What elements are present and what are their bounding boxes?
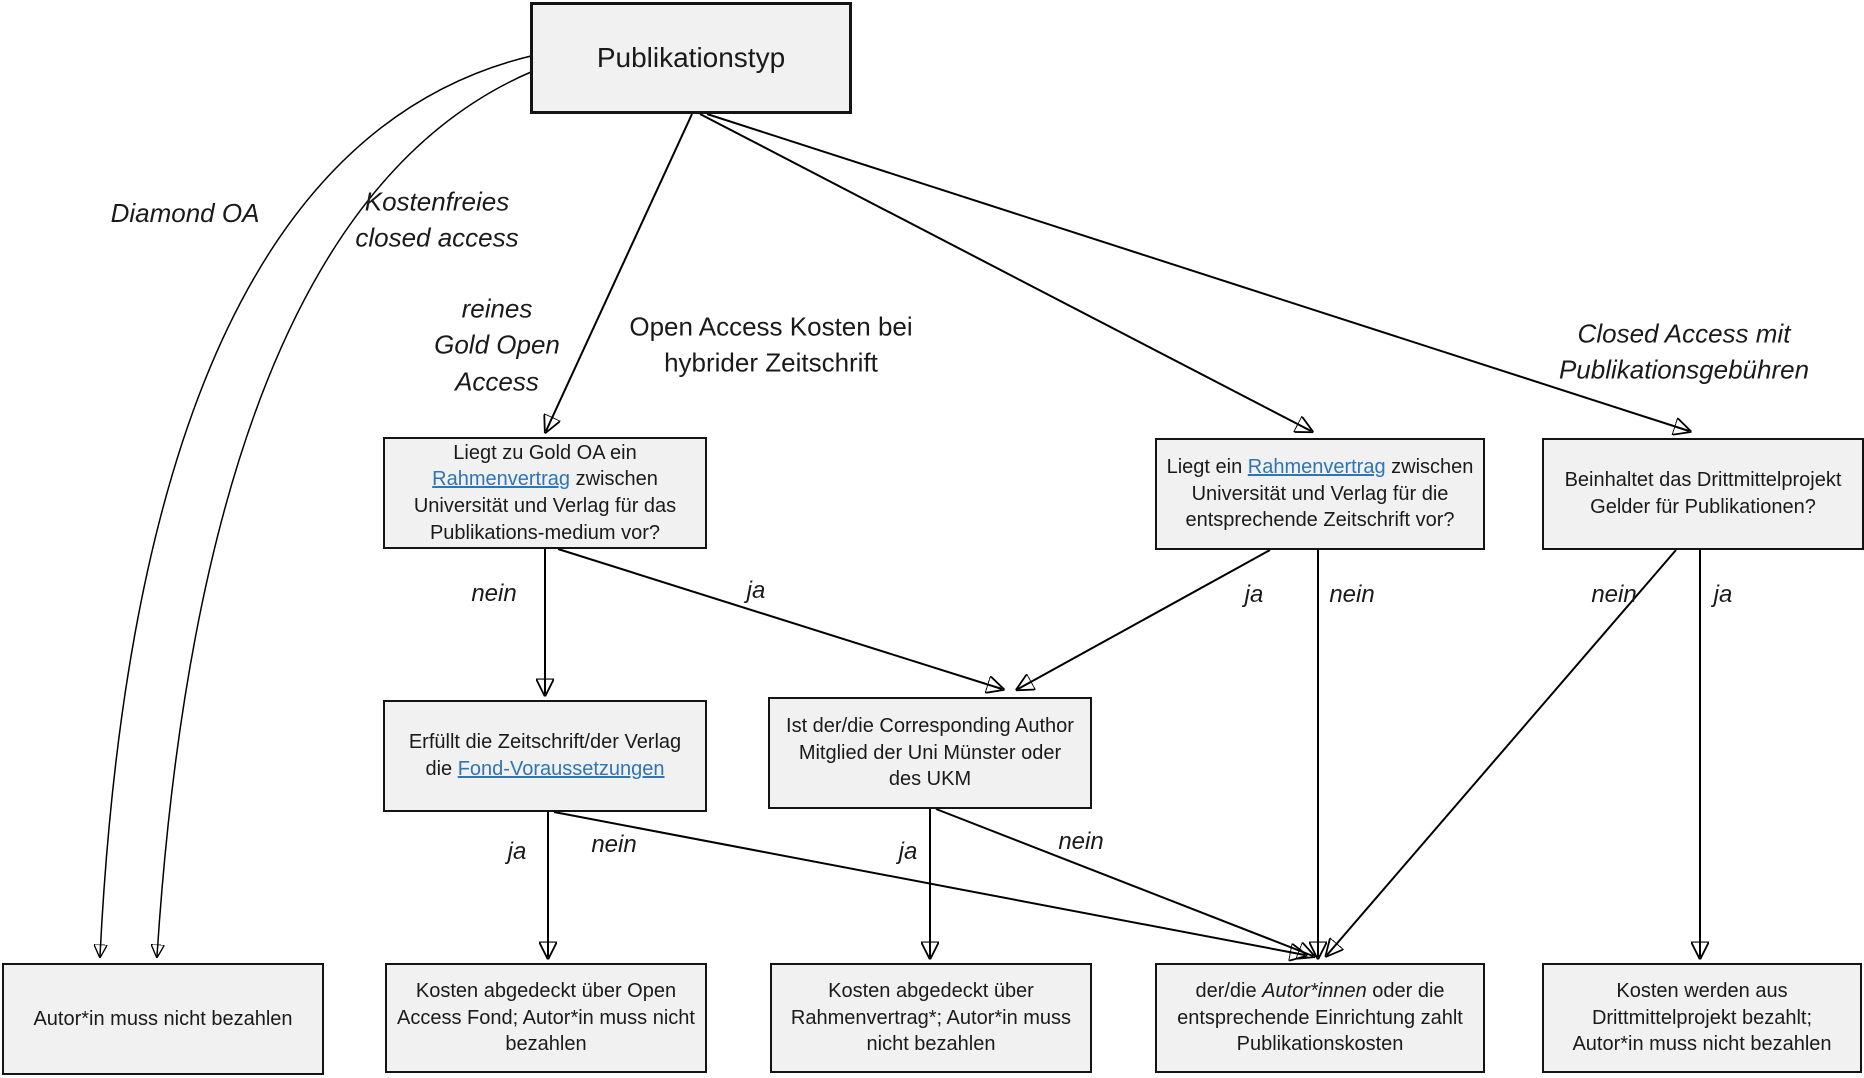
text-line: Beinhaltet das Drittmittelprojekt	[1564, 469, 1842, 492]
text-line: Autor*in muss nicht bezahlen	[1572, 1033, 1832, 1056]
edge-hybrid-ja	[1018, 549, 1271, 689]
edge-corr-nein	[935, 808, 1313, 956]
label-fond-ja: ja	[507, 838, 527, 866]
gold-oa-rahmenvertrag-link[interactable]: Rahmenvertrag	[432, 468, 571, 491]
text-line: Kosten abgedeckt über	[828, 980, 1034, 1003]
text-line: die Fond-Voraussetzungen	[425, 758, 665, 780]
label-hybrid-ja: ja	[1244, 581, 1264, 609]
text-line: nicht bezahlen	[866, 1033, 996, 1056]
result-autor-muss-nicht-bezahlen: Autor*in muss nicht bezahlen	[2, 963, 324, 1075]
result-autor-zahlt: der/die Autor*innen oder die entsprechend…	[1155, 963, 1485, 1073]
text-line: entsprechende Zeitschrift vor?	[1185, 509, 1455, 532]
decision-fond-voraussetzungen: Erfüllt die Zeitschrift/der Verlag die Fo…	[383, 700, 707, 812]
text-line: Universität und Verlag für die	[1191, 482, 1449, 505]
text-line: Publikations-medium vor?	[429, 521, 661, 544]
label-corresponding-ja: ja	[898, 838, 918, 866]
label-closed-access-gebuehren: Closed Access mit Publikationsgebühren	[1558, 318, 1810, 385]
text-line: des UKM	[888, 768, 972, 791]
edge-closed-fees	[706, 113, 1689, 431]
edge-gold-ja	[557, 548, 1002, 689]
text-line: Liegt ein Rahmenvertrag zwischen	[1166, 456, 1474, 479]
text-line: Erfüllt die Zeitschrift/der Verlag	[408, 731, 682, 754]
text-line: Publikationskosten	[1236, 1033, 1404, 1056]
edge-diamond-oa	[100, 55, 532, 956]
label-kostenfreies-closed-access: Kostenfreies closed access	[355, 186, 519, 253]
label-fond-nein: nein	[591, 831, 637, 859]
edge-gold-oa	[546, 113, 693, 431]
text-line: Kosten abgedeckt über Open	[415, 980, 677, 1003]
text-line: Mitglied der Uni Münster oder	[798, 741, 1062, 764]
label-diamond-oa: Diamond OA	[110, 197, 260, 228]
edge-hybrid	[699, 113, 1311, 431]
text-line: Rahmenvertrag*; Autor*in muss	[790, 1006, 1072, 1029]
text-line: Ist der/die Corresponding Author	[786, 715, 1074, 738]
label-reines-gold-open-access: reines Gold Open Access	[434, 293, 560, 397]
text-line: Access Fond; Autor*in muss nicht	[397, 1006, 695, 1029]
text-line: entsprechende Einrichtung zahlt	[1177, 1006, 1463, 1029]
text-line: bezahlen	[505, 1033, 587, 1056]
text-line: Kosten werden aus	[1616, 980, 1788, 1003]
text-line: der/die Autor*innen oder die	[1195, 980, 1445, 1003]
text-line: Autor*in muss nicht bezahlen	[33, 1007, 293, 1030]
text-line: Gelder für Publikationen?	[1590, 496, 1816, 518]
label-hybrid-nein: nein	[1329, 581, 1375, 609]
label-drittmittel-nein: nein	[1591, 581, 1637, 609]
text-line: Rahmenvertrag zwischen	[432, 468, 658, 491]
text-line: Liegt zu Gold OA ein	[453, 441, 637, 464]
label-gold-nein: nein	[471, 580, 517, 608]
label-drittmittel-ja: ja	[1713, 581, 1733, 609]
edge-third-nein	[1327, 549, 1677, 955]
label-gold-ja: ja	[746, 577, 766, 605]
label-corresponding-nein: nein	[1058, 828, 1104, 856]
fond-voraussetzungen-link[interactable]: Fond-Voraussetzungen	[457, 758, 665, 780]
edge-free-closed-access	[157, 71, 532, 956]
node-publikationstyp-label: Publikationstyp	[596, 42, 786, 74]
text-line: Universität und Verlag für das	[413, 495, 677, 517]
label-open-access-hybrid: Open Access Kosten bei hybrider Zeitschr…	[629, 311, 913, 378]
text-line: Drittmittelprojekt bezahlt;	[1591, 1006, 1813, 1029]
hybrid-rahmenvertrag-link[interactable]: Rahmenvertrag	[1247, 456, 1386, 479]
node-publikationstyp: Publikationstyp	[530, 2, 852, 114]
